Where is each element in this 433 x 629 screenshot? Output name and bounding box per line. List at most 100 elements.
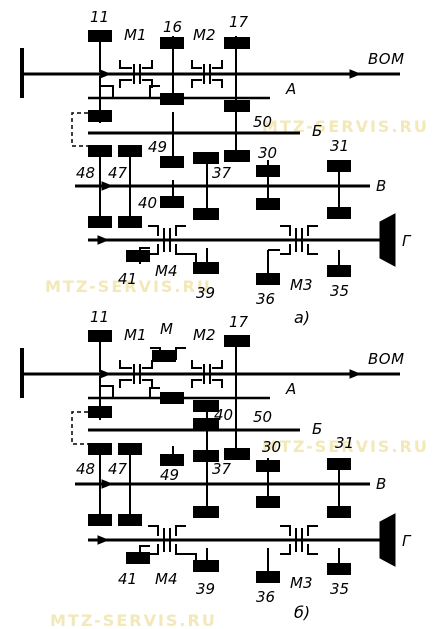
gear-50 [224,448,250,460]
panel-b-labels: 11 17 40 50 48 47 49 37 30 31 41 39 36 3… [76,308,412,622]
clutch-label: М [160,320,173,338]
output-bevel-gear [379,513,396,567]
gear-number: 48 [76,164,95,182]
gear-16 [160,37,184,49]
gear-a-right [224,100,250,112]
gear-number: 17 [229,313,249,331]
gear-number: 36 [256,588,275,606]
shaft-label-v: В [376,177,386,195]
shaft-arrow [101,479,114,489]
clutch-m1 [119,360,153,388]
gear-36 [256,571,280,583]
gear-41 [126,250,150,262]
panel-a-labels: 11 16 17 50 49 48 47 37 30 31 40 41 39 3… [76,8,412,327]
clutch-m2 [191,360,223,388]
clutch-label: М3 [290,276,313,294]
shaft-arrow [99,369,112,379]
panel-a-gears [88,30,351,285]
clutch-label: М4 [155,570,178,588]
gear-35 [327,265,351,277]
gear-49 [160,454,184,466]
gear-number: 35 [330,282,349,300]
watermark-text: MTZ-SERVIS.RU [262,437,429,456]
gear-number: 17 [229,13,249,31]
clutch-m3 [280,225,318,255]
gear-m [152,350,176,362]
clutch-label: М1 [124,326,147,344]
gear-37-low [193,506,219,518]
shaft-label-a: А [285,80,296,98]
clutch-m2 [191,60,223,88]
clutch-label: М2 [193,326,216,344]
gear-48-low [88,514,112,526]
shaft-label-v: В [376,475,386,493]
gear-37 [193,152,219,164]
gear-39 [193,560,219,572]
watermark-text: MTZ-SERVIS.RU [45,277,212,296]
gear-a-right [193,400,219,412]
gear-47-low [118,216,142,228]
gear-number: 48 [76,460,95,478]
shaft-arrow [97,535,110,545]
gear-number: 36 [256,290,275,308]
gear-number: 30 [262,438,281,456]
clutch-m4 [148,225,186,255]
shaft-label-g: Г [402,532,412,550]
dashed-link [71,411,88,445]
shaft-arrow [97,235,110,245]
clutch-label: М1 [124,26,147,44]
gear-number: 47 [108,164,128,182]
gear-30-low [256,198,280,210]
gear-number: 11 [90,308,109,326]
panel-caption-a: а) [294,308,310,327]
shaft-label-b: Б [312,122,322,140]
gear-number: 50 [253,113,272,131]
shaft-label-pto: ВОМ [368,350,405,368]
gear-number: 49 [160,466,179,484]
clutch-label: М4 [155,262,178,280]
gear-48 [88,145,112,157]
shaft-label-b: Б [312,420,322,438]
gear-a-mid [160,392,184,404]
gear-number: 35 [330,580,349,598]
gear-number: 39 [196,580,215,598]
output-bevel-gear [379,213,396,267]
shaft-arrow [349,369,362,379]
shaft-label-pto: ВОМ [368,50,405,68]
gear-11 [88,330,112,342]
watermark-text: MTZ-SERVIS.RU [50,611,217,629]
gear-number: 47 [108,460,128,478]
gear-17 [224,37,250,49]
clutch-label: М3 [290,574,313,592]
gear-31 [327,458,351,470]
gear-47 [118,145,142,157]
shaft-arrow [99,69,112,79]
gear-47 [118,443,142,455]
gear-number: 31 [330,137,349,155]
gear-37-low [193,208,219,220]
gear-number: 11 [90,8,109,26]
panel-caption-b: б) [294,603,310,622]
panel-b-gears [88,330,351,583]
gear-number: 49 [148,138,167,156]
gear-30 [256,460,280,472]
gear-31-low [327,207,351,219]
gear-36 [256,273,280,285]
gear-17 [224,335,250,347]
gear-number: 37 [212,460,232,478]
gear-number: 37 [212,164,232,182]
gear-a-left [88,110,112,122]
gear-number: 40 [138,194,157,212]
gear-a-left [88,406,112,418]
clutch-m3 [280,525,318,555]
shaft-label-a: А [285,380,296,398]
gear-number: 41 [118,270,137,288]
gear-number: 31 [335,434,354,452]
clutch-m4 [148,525,186,555]
gear-31-low [327,506,351,518]
gear-11 [88,30,112,42]
gear-49 [160,156,184,168]
shaft-arrow [101,181,114,191]
shaft-arrow [349,69,362,79]
